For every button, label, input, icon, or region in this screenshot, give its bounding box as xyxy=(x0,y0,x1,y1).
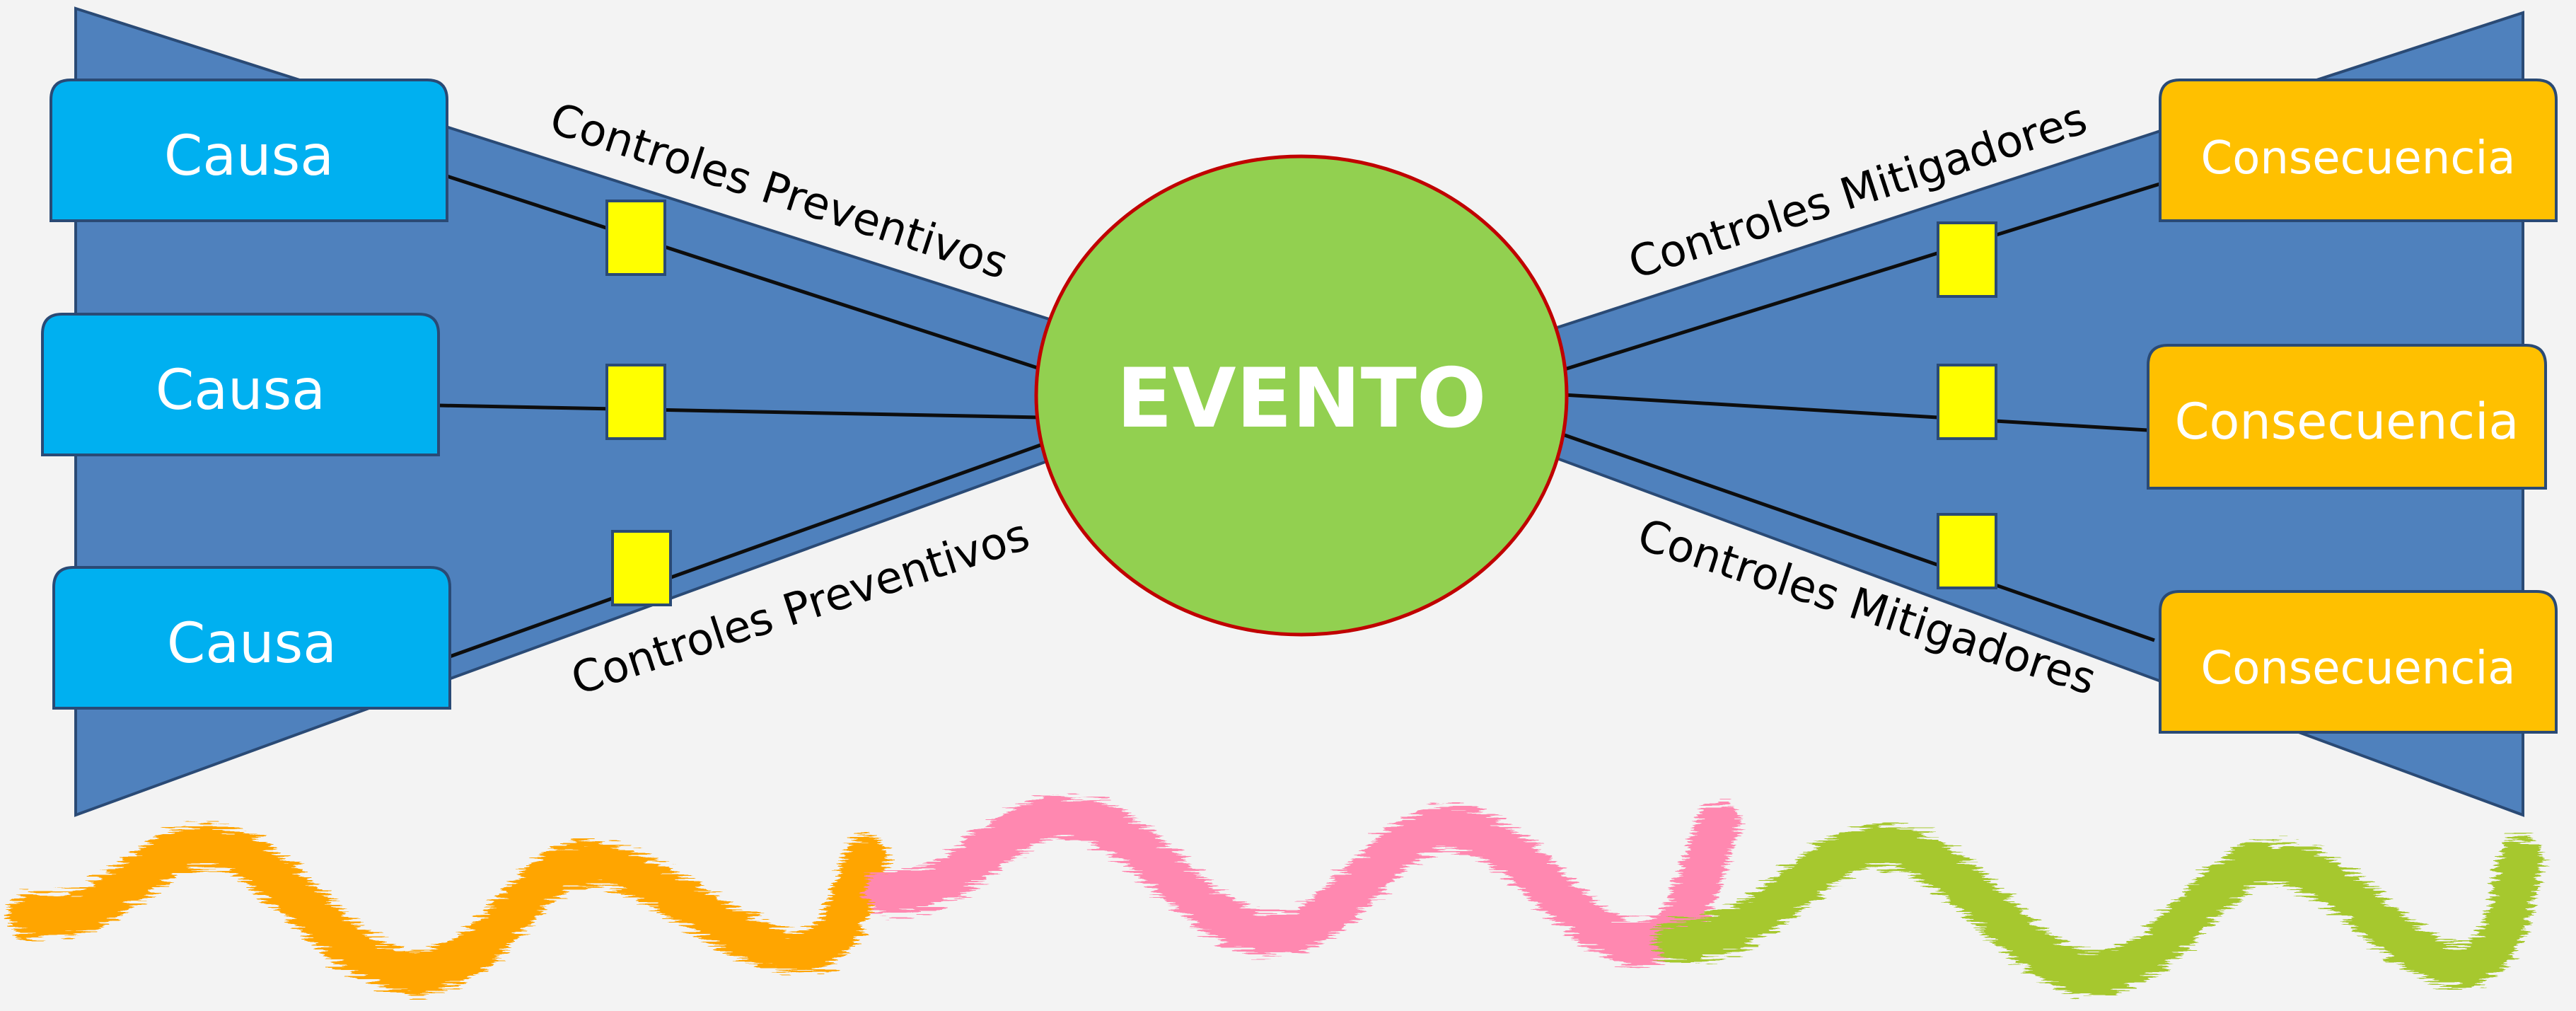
event-node: EVENTO xyxy=(1034,154,1569,637)
wave-green xyxy=(1655,824,2543,995)
cause-label-2: Causa xyxy=(156,359,325,422)
cause-box-3: Causa xyxy=(52,566,451,710)
decorative-waves xyxy=(7,795,2543,995)
consequence-label-3: Consecuencia xyxy=(2201,642,2516,695)
cause-box-1: Causa xyxy=(50,79,448,222)
barriers xyxy=(605,200,1997,606)
cause-label-3: Causa xyxy=(167,612,337,676)
preventive-barrier-1 xyxy=(605,200,666,276)
consequence-box-1: Consecuencia xyxy=(2159,79,2558,222)
mitigating-barrier-1 xyxy=(1937,221,1997,298)
consequence-label-2: Consecuencia xyxy=(2175,393,2519,451)
preventive-barrier-2 xyxy=(605,364,666,440)
wave-orange xyxy=(7,824,888,995)
mitigating-barrier-3 xyxy=(1937,513,1997,589)
consequence-box-2: Consecuencia xyxy=(2147,344,2547,490)
consequence-label-1: Consecuencia xyxy=(2201,132,2516,185)
cause-box-2: Causa xyxy=(41,313,440,456)
wave-pink xyxy=(863,795,1740,966)
consequence-box-3: Consecuencia xyxy=(2159,590,2558,734)
mitigating-barrier-2 xyxy=(1937,364,1997,440)
connector-lines xyxy=(438,174,2165,659)
event-label: EVENTO xyxy=(1116,351,1486,446)
preventive-barrier-3 xyxy=(611,530,672,606)
cause-label-1: Causa xyxy=(164,125,334,188)
